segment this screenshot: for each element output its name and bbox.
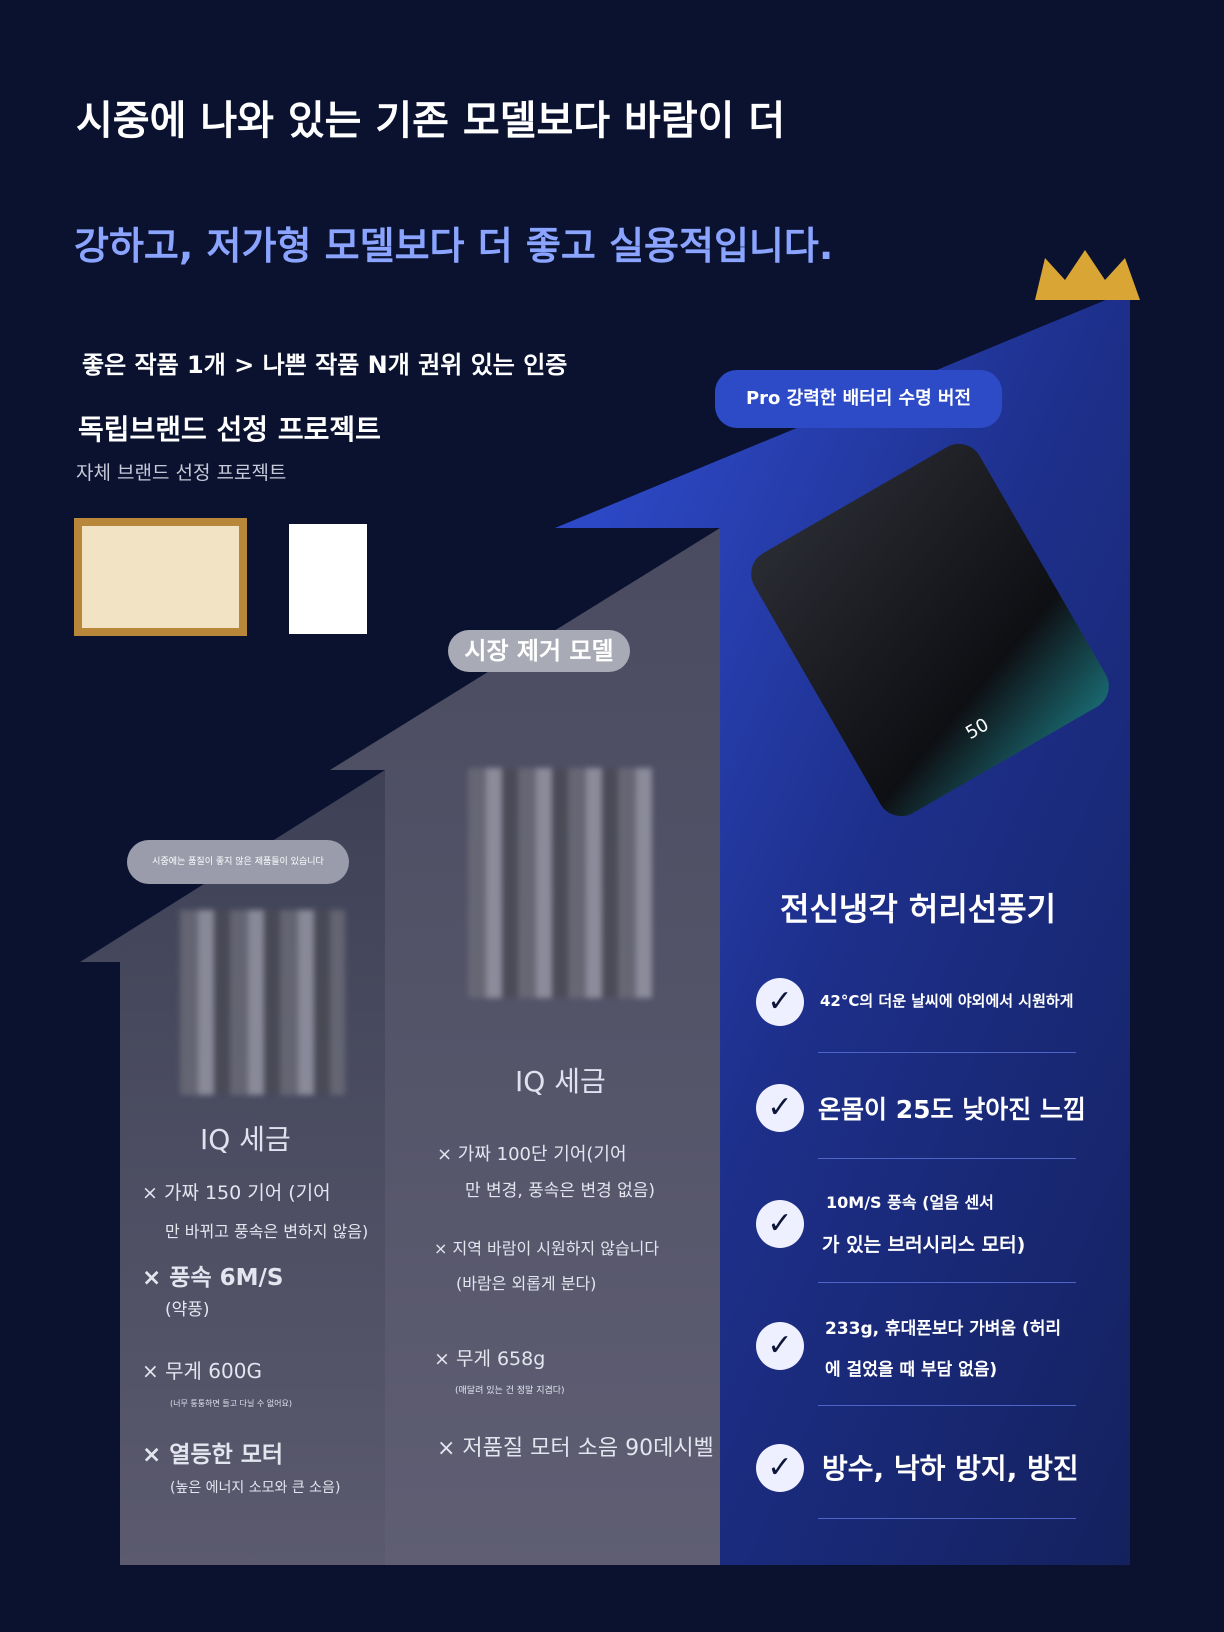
- certificate-document: [289, 524, 367, 634]
- auth-subtitle: 자체 브랜드 선정 프로젝트: [76, 462, 287, 484]
- auth-tagline: 좋은 작품 1개 > 나쁜 작품 N개 권위 있는 인증: [82, 351, 568, 379]
- divider: [818, 1052, 1076, 1053]
- pro-feature: 방수, 낙하 방지, 방진: [822, 1452, 1079, 1485]
- divider: [818, 1158, 1076, 1159]
- divider: [818, 1405, 1076, 1406]
- check-icon: ✓: [756, 1444, 804, 1492]
- low-feature: × 가짜 150 기어 (기어: [142, 1182, 331, 1204]
- divider: [818, 1518, 1076, 1519]
- pro-feature: 42°C의 더운 날씨에 야외에서 시원하게: [820, 992, 1074, 1010]
- pro-feature-cont: 가 있는 브러시리스 모터): [822, 1234, 1026, 1256]
- mid-feature-note: (매달려 있는 건 정말 지겹다): [455, 1386, 565, 1396]
- mid-name: IQ 세금: [515, 1065, 606, 1098]
- low-feature-note: (약풍): [165, 1300, 210, 1320]
- low-name: IQ 세금: [200, 1123, 291, 1156]
- pro-badge: Pro 강력한 배터리 수명 버전: [715, 370, 1002, 428]
- mid-feature: × 저품질 모터 소음 90데시벨: [437, 1436, 714, 1461]
- low-feature-note: (높은 에너지 소모와 큰 소음): [170, 1480, 341, 1496]
- low-feature: × 무게 600G: [142, 1359, 262, 1383]
- headline-line2: 강하고, 저가형 모델보다 더 좋고 실용적입니다.: [74, 224, 834, 268]
- divider: [818, 1282, 1076, 1283]
- pro-feature-cont: 에 걸었을 때 부담 없음): [825, 1360, 998, 1380]
- low-feature-note: (너무 퉁퉁하면 들고 다닐 수 없어요): [170, 1399, 292, 1408]
- check-icon: ✓: [756, 978, 804, 1026]
- market-badge: 시장 제거 모델: [448, 630, 630, 672]
- certificate-plaque: [74, 518, 247, 636]
- blurred-product-low: [180, 910, 345, 1095]
- headline-line1: 시중에 나와 있는 기존 모델보다 바람이 더: [76, 98, 786, 144]
- pro-feature: 온몸이 25도 낮아진 느낌: [818, 1095, 1086, 1124]
- mid-feature: × 가짜 100단 기어(기어: [437, 1144, 627, 1165]
- mid-feature-note: 만 변경, 풍속은 변경 없음): [465, 1181, 656, 1201]
- crown-icon: [1035, 250, 1140, 300]
- low-feature-note: 만 바뀌고 풍속은 변하지 않음): [165, 1222, 369, 1241]
- check-icon: ✓: [756, 1084, 804, 1132]
- device-display: 50: [962, 714, 993, 744]
- low-feature: × 풍속 6M/S: [142, 1265, 284, 1291]
- blurred-product-mid: [468, 768, 653, 998]
- mid-feature: × 무게 658g: [434, 1348, 546, 1370]
- mid-feature-note: (바람은 외롭게 분다): [456, 1274, 597, 1293]
- pro-name: 전신냉각 허리선풍기: [780, 890, 1057, 928]
- check-icon: ✓: [756, 1322, 804, 1370]
- mid-feature: × 지역 바람이 시원하지 않습니다: [434, 1239, 660, 1258]
- pro-feature: 233g, 휴대폰보다 가벼움 (허리: [825, 1319, 1062, 1339]
- pro-feature: 10M/S 풍속 (얼음 센서: [826, 1193, 994, 1212]
- check-icon: ✓: [756, 1200, 804, 1248]
- low-feature: × 열등한 모터: [142, 1442, 284, 1468]
- low-quality-badge: 시중에는 품질이 좋지 않은 제품들이 있습니다: [127, 840, 349, 884]
- auth-title: 독립브랜드 선정 프로젝트: [78, 413, 381, 446]
